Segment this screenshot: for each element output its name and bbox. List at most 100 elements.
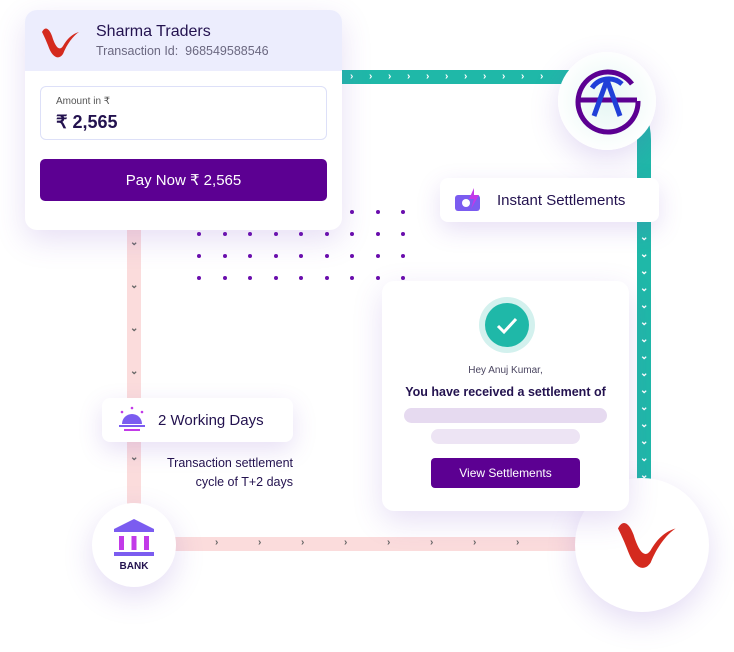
decor-dot	[273, 232, 278, 236]
view-settlements-button[interactable]: View Settlements	[431, 458, 580, 488]
decor-dot	[197, 254, 201, 258]
path-chevron-icon: ›	[516, 537, 520, 548]
caption-line-2: cycle of T+2 days	[195, 475, 293, 489]
settlement-notification-card: Hey Anuj Kumar, You have received a sett…	[382, 281, 629, 511]
path-chevron-icon: ›	[521, 71, 525, 82]
path-chevron-icon: ⌄	[130, 452, 139, 463]
instant-path-horizontal	[342, 70, 572, 84]
path-chevron-icon: ⌄	[640, 232, 649, 243]
path-chevron-icon: ›	[464, 71, 468, 82]
working-days-label: 2 Working Days	[158, 411, 264, 429]
decor-dot	[375, 254, 380, 258]
merchant-name: Sharma Traders	[96, 23, 211, 40]
decor-dot	[350, 276, 354, 280]
decor-dot	[350, 254, 354, 258]
view-settlements-label: View Settlements	[459, 466, 552, 480]
instant-path-vertical	[637, 180, 651, 480]
path-chevron-icon: ⌄	[640, 385, 649, 396]
decor-dot	[350, 232, 354, 236]
path-chevron-icon: ⌄	[640, 334, 649, 345]
bank-label: BANK	[119, 561, 149, 572]
decor-dot	[401, 210, 405, 214]
amount-placeholder-bar	[404, 408, 607, 423]
settlement-message: You have received a settlement of	[405, 385, 606, 399]
decor-dot	[401, 254, 405, 258]
decor-dot	[273, 254, 278, 258]
decor-dot	[197, 232, 201, 236]
path-chevron-icon: ⌄	[130, 366, 139, 377]
path-chevron-icon: ›	[426, 71, 430, 82]
path-chevron-icon: ⌄	[130, 237, 139, 248]
decor-dot	[299, 276, 303, 280]
decor-dot	[324, 232, 329, 236]
decor-dot	[222, 276, 227, 280]
decor-dot	[375, 232, 380, 236]
path-chevron-icon: ›	[540, 71, 544, 82]
txn-id: 968549588546	[185, 44, 269, 58]
payment-card: Sharma Traders Transaction Id: 968549588…	[25, 10, 342, 230]
decor-dot	[222, 232, 227, 236]
path-chevron-icon: ›	[301, 537, 305, 548]
instant-cash-icon	[455, 188, 480, 211]
path-chevron-icon: ⌄	[640, 453, 649, 464]
decor-dot	[375, 276, 380, 280]
path-chevron-icon: ›	[430, 537, 434, 548]
bank-path-horizontal	[160, 537, 590, 551]
bank-icon	[114, 519, 154, 556]
working-days-badge: 2 Working Days	[102, 398, 293, 442]
path-chevron-icon: ⌄	[640, 402, 649, 413]
path-chevron-icon: ›	[483, 71, 487, 82]
merchant-logo-icon	[618, 523, 676, 568]
detail-placeholder-bar	[431, 429, 580, 444]
path-chevron-icon: ⌄	[640, 419, 649, 430]
amount-label: Amount in ₹	[56, 96, 111, 107]
decor-dot	[248, 276, 252, 280]
path-chevron-icon: ›	[388, 71, 392, 82]
instant-settlements-badge: Instant Settlements	[440, 178, 659, 222]
decor-dot	[350, 210, 354, 214]
path-chevron-icon: ⌄	[640, 470, 649, 481]
decor-dot	[324, 276, 329, 280]
amount-value: ₹ 2,565	[56, 112, 118, 132]
path-chevron-icon: ⌄	[640, 266, 649, 277]
amount-input[interactable]: Amount in ₹ ₹ 2,565	[40, 86, 327, 140]
path-chevron-icon: ⌄	[130, 280, 139, 291]
gateway-node	[558, 52, 656, 150]
greeting: Hey Anuj Kumar,	[468, 365, 543, 376]
pay-now-button[interactable]: Pay Now ₹ 2,565	[40, 159, 327, 201]
path-chevron-icon: ›	[350, 71, 354, 82]
decor-dot	[248, 254, 252, 258]
path-chevron-icon: ⌄	[640, 351, 649, 362]
path-chevron-icon: ⌄	[640, 368, 649, 379]
decor-dot	[222, 254, 227, 258]
path-chevron-icon: ›	[407, 71, 411, 82]
path-chevron-icon: ⌄	[640, 249, 649, 260]
path-chevron-icon: ›	[258, 537, 262, 548]
path-chevron-icon: ⌄	[640, 317, 649, 328]
gateway-logo-icon	[575, 69, 641, 135]
path-chevron-icon: ›	[502, 71, 506, 82]
caption-line-1: Transaction settlement	[167, 456, 293, 470]
merchant-logo-icon	[42, 28, 79, 58]
decor-dot	[324, 254, 329, 258]
path-chevron-icon: ›	[215, 537, 219, 548]
pay-now-label: Pay Now ₹ 2,565	[125, 172, 242, 189]
path-chevron-icon: ›	[369, 71, 373, 82]
bank-path-vertical	[127, 225, 141, 505]
path-chevron-icon: ›	[344, 537, 348, 548]
path-chevron-icon: ⌄	[640, 300, 649, 311]
payment-card-header	[25, 10, 342, 71]
decor-dot	[401, 232, 405, 236]
bank-node: BANK	[92, 503, 176, 587]
path-chevron-icon: ›	[387, 537, 391, 548]
path-chevron-icon: ⌄	[640, 436, 649, 447]
decor-dot	[299, 254, 303, 258]
decor-dot	[197, 276, 201, 280]
verified-check-icon	[479, 297, 535, 353]
decor-dot	[248, 232, 252, 236]
instant-settlements-label: Instant Settlements	[497, 191, 626, 209]
decor-dot	[273, 276, 278, 280]
settlement-cycle-caption: Transaction settlement cycle of T+2 days	[140, 454, 293, 492]
path-chevron-icon: ›	[473, 537, 477, 548]
sunrise-icon	[119, 406, 145, 431]
